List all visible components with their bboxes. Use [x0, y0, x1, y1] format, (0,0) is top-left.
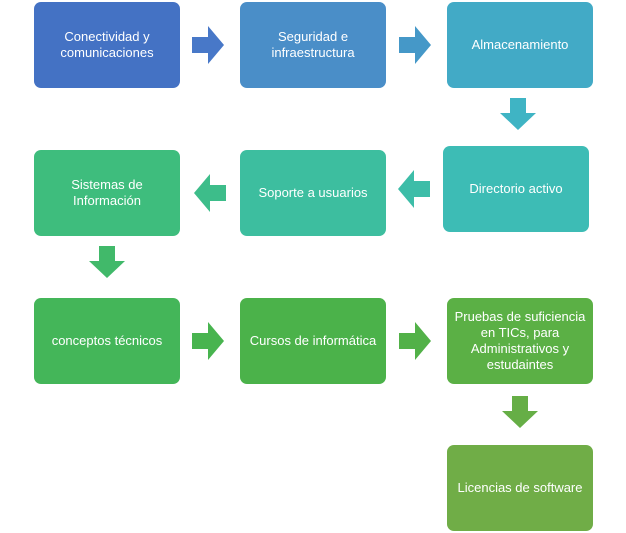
- node-label: Pruebas de suficiencia en TICs, para Adm…: [454, 309, 586, 372]
- arrow-shape: [194, 174, 226, 212]
- arrow-right-icon: [192, 26, 224, 64]
- arrow-down-icon: [89, 246, 125, 278]
- node-label: Soporte a usuarios: [258, 185, 368, 200]
- node-label: Sistemas de Información: [71, 177, 143, 208]
- node-licencias-software: Licencias de software: [447, 445, 593, 531]
- node-almacenamiento: Almacenamiento: [447, 2, 593, 88]
- arrow-down-icon: [500, 98, 536, 130]
- arrow-shape: [192, 322, 224, 360]
- arrow-shape: [89, 246, 125, 278]
- arrow-shape: [192, 26, 224, 64]
- node-label: Conectividad y comunicaciones: [60, 29, 154, 60]
- node-label: Almacenamiento: [471, 37, 569, 52]
- arrow-left-icon: [194, 174, 226, 212]
- arrow-right-icon: [192, 322, 224, 360]
- arrow-shape: [399, 322, 431, 360]
- arrow-shape: [398, 170, 430, 208]
- node-label: Directorio activo: [469, 181, 563, 196]
- node-label: conceptos técnicos: [51, 333, 163, 348]
- node-sistemas-informacion: Sistemas de Información: [34, 150, 180, 236]
- node-cursos-informatica: Cursos de informática: [240, 298, 386, 384]
- node-label: Seguridad e infraestructura: [271, 29, 355, 60]
- arrow-right-icon: [399, 26, 431, 64]
- node-conectividad: Conectividad y comunicaciones: [34, 2, 180, 88]
- arrow-shape: [500, 98, 536, 130]
- arrow-shape: [399, 26, 431, 64]
- arrow-down-icon: [502, 396, 538, 428]
- arrow-left-icon: [398, 170, 430, 208]
- node-label: Cursos de informática: [249, 333, 377, 348]
- node-seguridad: Seguridad e infraestructura: [240, 2, 386, 88]
- node-conceptos-tecnicos: conceptos técnicos: [34, 298, 180, 384]
- arrow-shape: [502, 396, 538, 428]
- node-directorio-activo: Directorio activo: [443, 146, 589, 232]
- arrow-right-icon: [399, 322, 431, 360]
- node-pruebas-suficiencia: Pruebas de suficiencia en TICs, para Adm…: [447, 298, 593, 384]
- node-label: Licencias de software: [457, 480, 583, 495]
- node-soporte-usuarios: Soporte a usuarios: [240, 150, 386, 236]
